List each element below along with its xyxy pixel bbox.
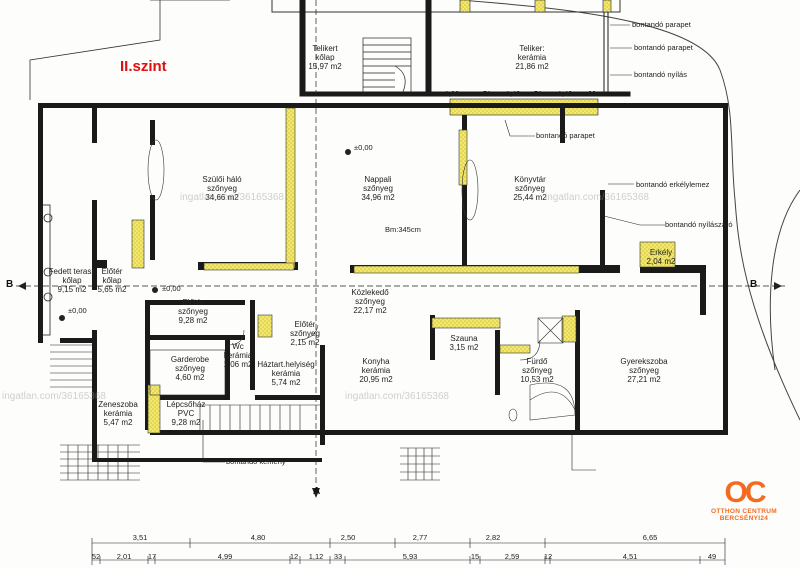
bathroom-fixtures [508, 317, 576, 422]
level-label: ±0,00 [162, 284, 181, 293]
annotation: bontandó nyílászáró [665, 220, 733, 229]
dimension-label: 15 [470, 552, 480, 561]
watermark: ingatlan.com/36165368 [345, 391, 449, 402]
level-markers [59, 149, 351, 321]
dimension-label: 4,51 [622, 552, 638, 561]
annotation: bontandó parapet [632, 20, 691, 29]
logo-line-1: OTTHON CENTRUM [711, 508, 777, 515]
annotation: bontandó parapet [536, 131, 595, 140]
dimension-label: 12 [543, 552, 553, 561]
terrain-curve [459, 0, 800, 421]
annotation-leaders [202, 24, 665, 471]
section-lines [16, 0, 785, 485]
upper-section [299, 0, 631, 97]
dimension-label: 2,50 [340, 533, 356, 542]
annotation: bontandó kémény [226, 457, 286, 466]
dimension-label: 60 [587, 89, 597, 98]
annotation: bontandó parapet [634, 43, 693, 52]
annotation: bontandó nyílás [634, 70, 687, 79]
dimension-label: 49 [707, 552, 717, 561]
dimension-label: 2,82 [485, 533, 501, 542]
section-arrows [18, 282, 782, 498]
section-mark-a: A [313, 486, 321, 497]
dimension-label: 2,59 [504, 552, 520, 561]
dimension-label: 2,77 [412, 533, 428, 542]
logo-mark: OC [724, 476, 767, 509]
logo-line-2: BERCSÉNYI24 [719, 515, 769, 522]
door-swings [147, 139, 576, 411]
level-label: ±0,00 [68, 306, 87, 315]
section-mark-b-right: B [750, 279, 758, 290]
dimension-label: 51 [482, 89, 492, 98]
section-mark-b-left: B [6, 279, 14, 290]
dimension-label: 2,01 [116, 552, 132, 561]
watermark: ingatlan.com/36165368 [2, 391, 106, 402]
watermark: ingatlan.com/36165368 [545, 192, 649, 203]
upper-staircase [362, 37, 412, 95]
dimension-label: 51 [533, 89, 543, 98]
dimension-label: 1,40 [557, 89, 573, 98]
dimension-label: 6,65 [642, 533, 658, 542]
dimension-label: 52 [91, 552, 101, 561]
dimension-lines [91, 94, 726, 565]
dimension-label: 33 [333, 552, 343, 561]
dimension-label: 4,80 [250, 533, 266, 542]
level-label: ±0,00 [354, 143, 373, 152]
dimension-label: 17 [147, 552, 157, 561]
dimension-label: 1,12 [308, 552, 324, 561]
outer-walls [38, 103, 728, 462]
brand-logo: OC OTTHON CENTRUM BERCSÉNYI24 [688, 476, 800, 523]
dimension-label: 4,99 [217, 552, 233, 561]
dimension-label: 5,93 [402, 552, 418, 561]
dimension-label: 3,51 [132, 533, 148, 542]
dimension-label: 1,99 [444, 89, 460, 98]
terrace-columns [41, 204, 53, 336]
hatched-walls [131, 107, 676, 434]
dimension-label: 1,40 [505, 89, 521, 98]
lower-staircases [50, 344, 440, 481]
terrain-curve-2 [769, 189, 800, 371]
floor-title: II.szint [120, 58, 167, 75]
height-note: Bm:345cm [385, 225, 421, 234]
annotation: bontandó erkélylemez [636, 180, 710, 189]
dimension-label: 12 [289, 552, 299, 561]
watermark: ingatlan.com/36165368 [180, 192, 284, 203]
